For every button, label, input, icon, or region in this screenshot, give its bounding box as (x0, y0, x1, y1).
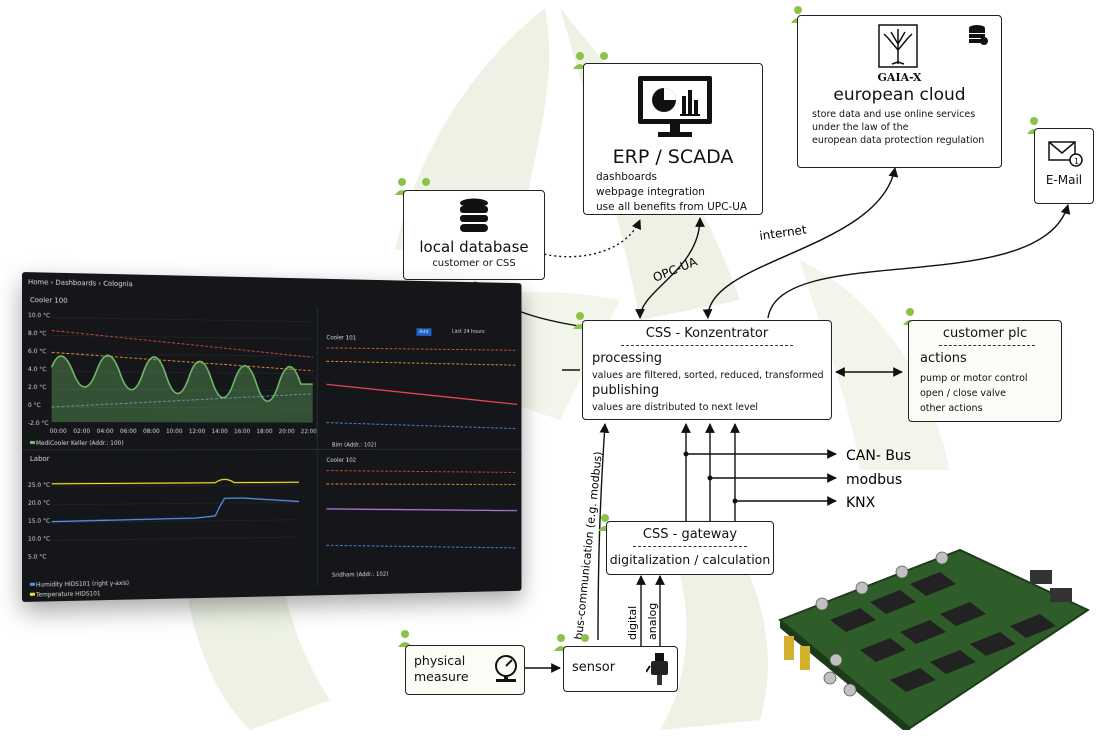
gaia-line-2: under the law of the (812, 122, 909, 133)
gaia-logo-text: GAIA-X (877, 71, 922, 84)
konz-publishing: publishing (592, 383, 660, 398)
modbus-label: modbus (846, 472, 902, 488)
database-cloud-icon (969, 25, 988, 45)
physical-measure-box: physical measure (405, 645, 525, 695)
dashboard-graphs (22, 272, 521, 597)
local-database-box: local database customer or CSS (403, 190, 545, 280)
erp-scada-box: ERP / SCADA dashboards webpage integrati… (583, 63, 763, 215)
konzentrator-box: CSS - Konzentrator processing values are… (582, 320, 832, 420)
canbus-label: CAN- Bus (846, 448, 911, 464)
gaia-line-3: european data protection regulation (812, 135, 985, 146)
konz-publishing-text: values are distributed to next level (592, 402, 759, 413)
tree-logo-icon (878, 24, 918, 68)
gauge-icon (495, 655, 517, 682)
monitor-chart-icon (638, 76, 712, 137)
plc-line-2: open / close valve (920, 388, 1006, 399)
konz-processing-text: values are filtered, sorted, reduced, tr… (592, 370, 824, 381)
gateway-subtitle: digitalization / calculation (609, 552, 771, 567)
edge-localdb-erp (529, 219, 642, 258)
physical-line-2: measure (414, 669, 469, 684)
european-cloud-box: GAIA-X european cloud store data and use… (797, 15, 1002, 168)
gaia-line-1: store data and use online services (812, 109, 976, 120)
css-gateway-box: CSS - gateway digitalization / calculati… (606, 521, 774, 575)
edge-email (767, 204, 1071, 319)
plc-actions: actions (920, 351, 967, 366)
pcb-board-image (778, 548, 1090, 730)
internet-label: internet (758, 222, 807, 243)
konz-divider (621, 345, 793, 346)
gateway-divider (633, 546, 747, 547)
sensor-box: sensor (563, 646, 678, 692)
svg-text:1: 1 (1074, 157, 1079, 166)
local-db-subtitle: customer or CSS (432, 258, 516, 269)
analog-label: analog (646, 603, 659, 640)
plc-line-3: other actions (920, 403, 983, 414)
grafana-dashboard: Home › Dashboards › Colognia Cooler 100 … (22, 272, 522, 602)
plc-line-1: pump or motor control (920, 373, 1028, 384)
gateway-title: CSS - gateway (642, 527, 738, 542)
digital-label: digital (626, 606, 639, 640)
plc-title: customer plc (942, 326, 1028, 341)
edge-internet (702, 167, 899, 319)
local-db-title: local database (419, 238, 529, 256)
plc-divider (939, 345, 1035, 346)
knx-label: KNX (846, 495, 876, 511)
mail-icon: 1 (1048, 141, 1083, 167)
erp-line-1: dashboards (596, 171, 658, 183)
physical-line-1: physical (414, 653, 466, 668)
email-label: E-Mail (1045, 173, 1083, 187)
database-icon (460, 198, 488, 232)
erp-line-2: webpage integration (596, 186, 705, 198)
customer-plc-box: customer plc actions pump or motor contr… (908, 320, 1062, 422)
erp-title: ERP / SCADA (612, 146, 734, 168)
konz-processing: processing (592, 351, 663, 366)
email-box: 1 E-Mail (1034, 128, 1094, 204)
sensor-label: sensor (572, 660, 616, 675)
edge-opcua (635, 217, 705, 319)
konz-title: CSS - Konzentrator (645, 326, 769, 341)
gaia-title: european cloud (833, 85, 966, 105)
erp-line-3: use all benefits from UPC-UA (596, 201, 748, 213)
opcua-label: OPC-UA (651, 254, 700, 285)
sensor-probe-icon (646, 653, 668, 685)
